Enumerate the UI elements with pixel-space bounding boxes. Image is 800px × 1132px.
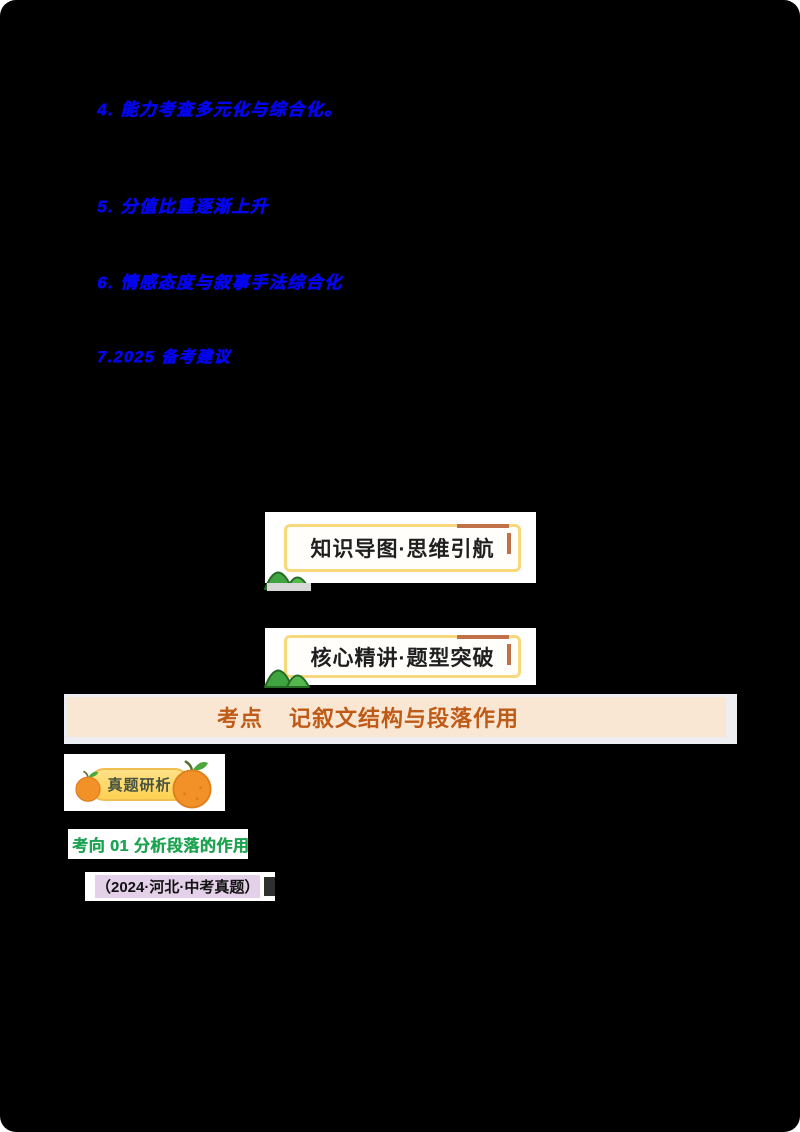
exam-point-name: 记叙文结构与段落作用 — [289, 706, 520, 731]
banner-frame: 知识导图·思维引航 — [284, 524, 521, 572]
mountains-icon — [264, 669, 310, 688]
corner-mark-icon — [507, 533, 511, 554]
intro-point-7: 7.2025 备考建议 — [97, 349, 231, 366]
exam-point-title: 考点记叙文结构与段落作用 — [217, 701, 519, 733]
truncated-text-block — [264, 877, 275, 896]
corner-mark-icon — [457, 635, 509, 639]
banner-title: 核心精讲·题型突破 — [310, 646, 495, 670]
exam-direction-heading: 考向 01 分析段落的作用 — [72, 838, 248, 855]
section-banner-core-explanation: 核心精讲·题型突破 — [264, 628, 536, 688]
exam-point-bar: 考点记叙文结构与段落作用 — [64, 694, 737, 744]
exam-source-strip: （2024·河北·中考真题） — [85, 872, 275, 901]
intro-point-6: 6. 情感态度与叙事手法综合化 — [97, 273, 343, 292]
exam-source-text: （2024·河北·中考真题） — [95, 875, 261, 898]
section-banner-knowledge-map: 知识导图·思维引航 — [264, 512, 536, 590]
exam-point-inner: 考点记叙文结构与段落作用 — [67, 697, 726, 737]
exam-direction-strip: 考向 01 分析段落的作用 — [68, 829, 248, 859]
banner-frame: 核心精讲·题型突破 — [284, 635, 521, 678]
cropped-image-fragment — [267, 583, 311, 591]
intro-point-5: 5. 分值比重逐渐上升 — [97, 197, 269, 216]
corner-mark-icon — [457, 524, 509, 528]
banner-title: 知识导图·思维引航 — [310, 538, 495, 561]
badge-pill: 真题研析 — [88, 768, 191, 801]
corner-mark-icon — [507, 644, 511, 665]
real-exam-analysis-badge: 真题研析 — [64, 754, 225, 811]
badge-label: 真题研析 — [107, 777, 172, 794]
orange-fruit-icon — [172, 760, 212, 809]
intro-point-4: 4. 能力考查多元化与综合化。 — [97, 100, 343, 119]
exam-point-label: 考点 — [217, 706, 264, 731]
orange-fruit-icon — [75, 770, 101, 802]
